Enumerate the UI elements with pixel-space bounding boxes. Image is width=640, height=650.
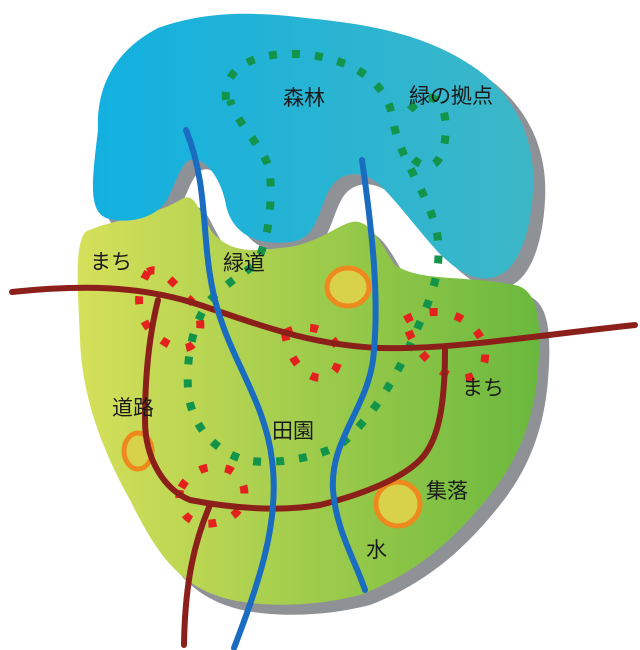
label-countryside: 田園	[272, 419, 314, 443]
label-town-left: まち	[90, 250, 132, 274]
road-network	[9, 284, 638, 648]
label-water: 水	[366, 538, 387, 562]
settlement-top	[324, 265, 372, 309]
label-village: 集落	[426, 479, 468, 503]
label-greenway: 緑道	[223, 251, 265, 275]
label-town-right: まち	[462, 376, 504, 400]
greenway-dots	[183, 49, 450, 466]
forest-area	[92, 13, 534, 279]
settlement-village	[373, 479, 423, 529]
town-dots	[135, 266, 490, 528]
label-green-hub: 緑の拠点	[409, 84, 493, 108]
label-road: 道路	[112, 396, 154, 420]
water-rivers	[183, 127, 379, 650]
label-forest: 森林	[283, 86, 325, 110]
